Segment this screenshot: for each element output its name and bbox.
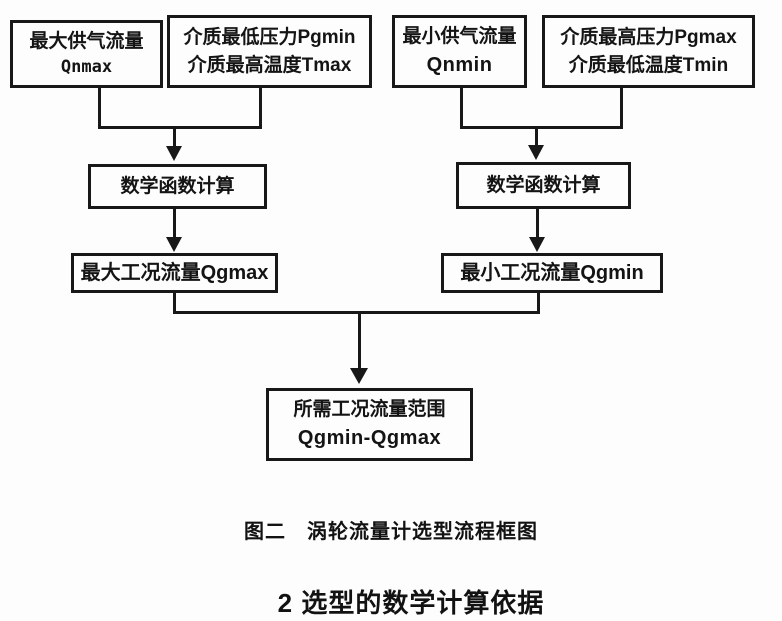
box-label-line: 最小工况流量Qgmin <box>460 261 644 284</box>
box-label-line: 最小供气流量 <box>402 26 517 48</box>
flow-box-qgmax: 最大工况流量Qgmax <box>71 253 278 293</box>
box-label-line: Qgmin-Qgmax <box>297 426 442 449</box>
connector-line <box>173 311 540 314</box>
flow-box-math-calc-left: 数学函数计算 <box>88 164 267 209</box>
box-label-line: 数学函数计算 <box>486 174 601 196</box>
connector-line <box>259 88 262 129</box>
flow-box-pgmax-tmin: 介质最高压力Pgmax 介质最低温度Tmin <box>542 15 755 88</box>
box-label-line: 介质最高温度Tmax <box>187 54 352 76</box>
box-label-line: 介质最低压力Pgmin <box>183 26 356 48</box>
connector-line <box>98 126 262 129</box>
connector-line <box>620 88 623 129</box>
connector-line <box>98 88 101 129</box>
box-label-line: 所需工况流量范围 <box>293 399 446 421</box>
box-label-line: 最大供气流量 <box>29 30 144 52</box>
box-label-line: Qnmin <box>426 53 493 76</box>
box-label-line: 最大工况流量Qgmax <box>80 261 269 284</box>
connector-line <box>358 313 361 369</box>
connector-line <box>537 293 540 314</box>
box-label-line: 介质最高压力Pgmax <box>560 26 737 48</box>
flow-box-qnmin: 最小供气流量 Qnmin <box>392 15 527 88</box>
connector-line <box>536 209 539 238</box>
arrow-down-icon <box>528 145 544 160</box>
box-label-line: Qnmax <box>60 57 113 78</box>
section-heading: 2 选型的数学计算依据 <box>277 588 545 618</box>
flow-box-qgmin: 最小工况流量Qgmin <box>441 253 663 293</box>
flow-box-pgmin-tmax: 介质最低压力Pgmin 介质最高温度Tmax <box>167 15 372 88</box>
connector-line <box>460 126 623 129</box>
arrow-down-icon <box>350 368 368 384</box>
box-label-line: 介质最低温度Tmin <box>568 54 729 76</box>
connector-line <box>173 209 176 238</box>
connector-line <box>173 129 176 147</box>
arrow-down-icon <box>166 237 182 252</box>
arrow-down-icon <box>166 146 182 161</box>
connector-line <box>460 88 463 129</box>
box-label-line: 数学函数计算 <box>120 175 235 197</box>
flow-box-qnmax: 最大供气流量 Qnmax <box>10 20 163 88</box>
connector-line <box>173 293 176 314</box>
flow-box-math-calc-right: 数学函数计算 <box>456 162 631 209</box>
flow-box-result-range: 所需工况流量范围 Qgmin-Qgmax <box>266 388 473 461</box>
arrow-down-icon <box>529 237 545 252</box>
figure-caption: 图二 涡轮流量计选型流程框图 <box>244 521 538 543</box>
connector-line <box>535 129 538 147</box>
